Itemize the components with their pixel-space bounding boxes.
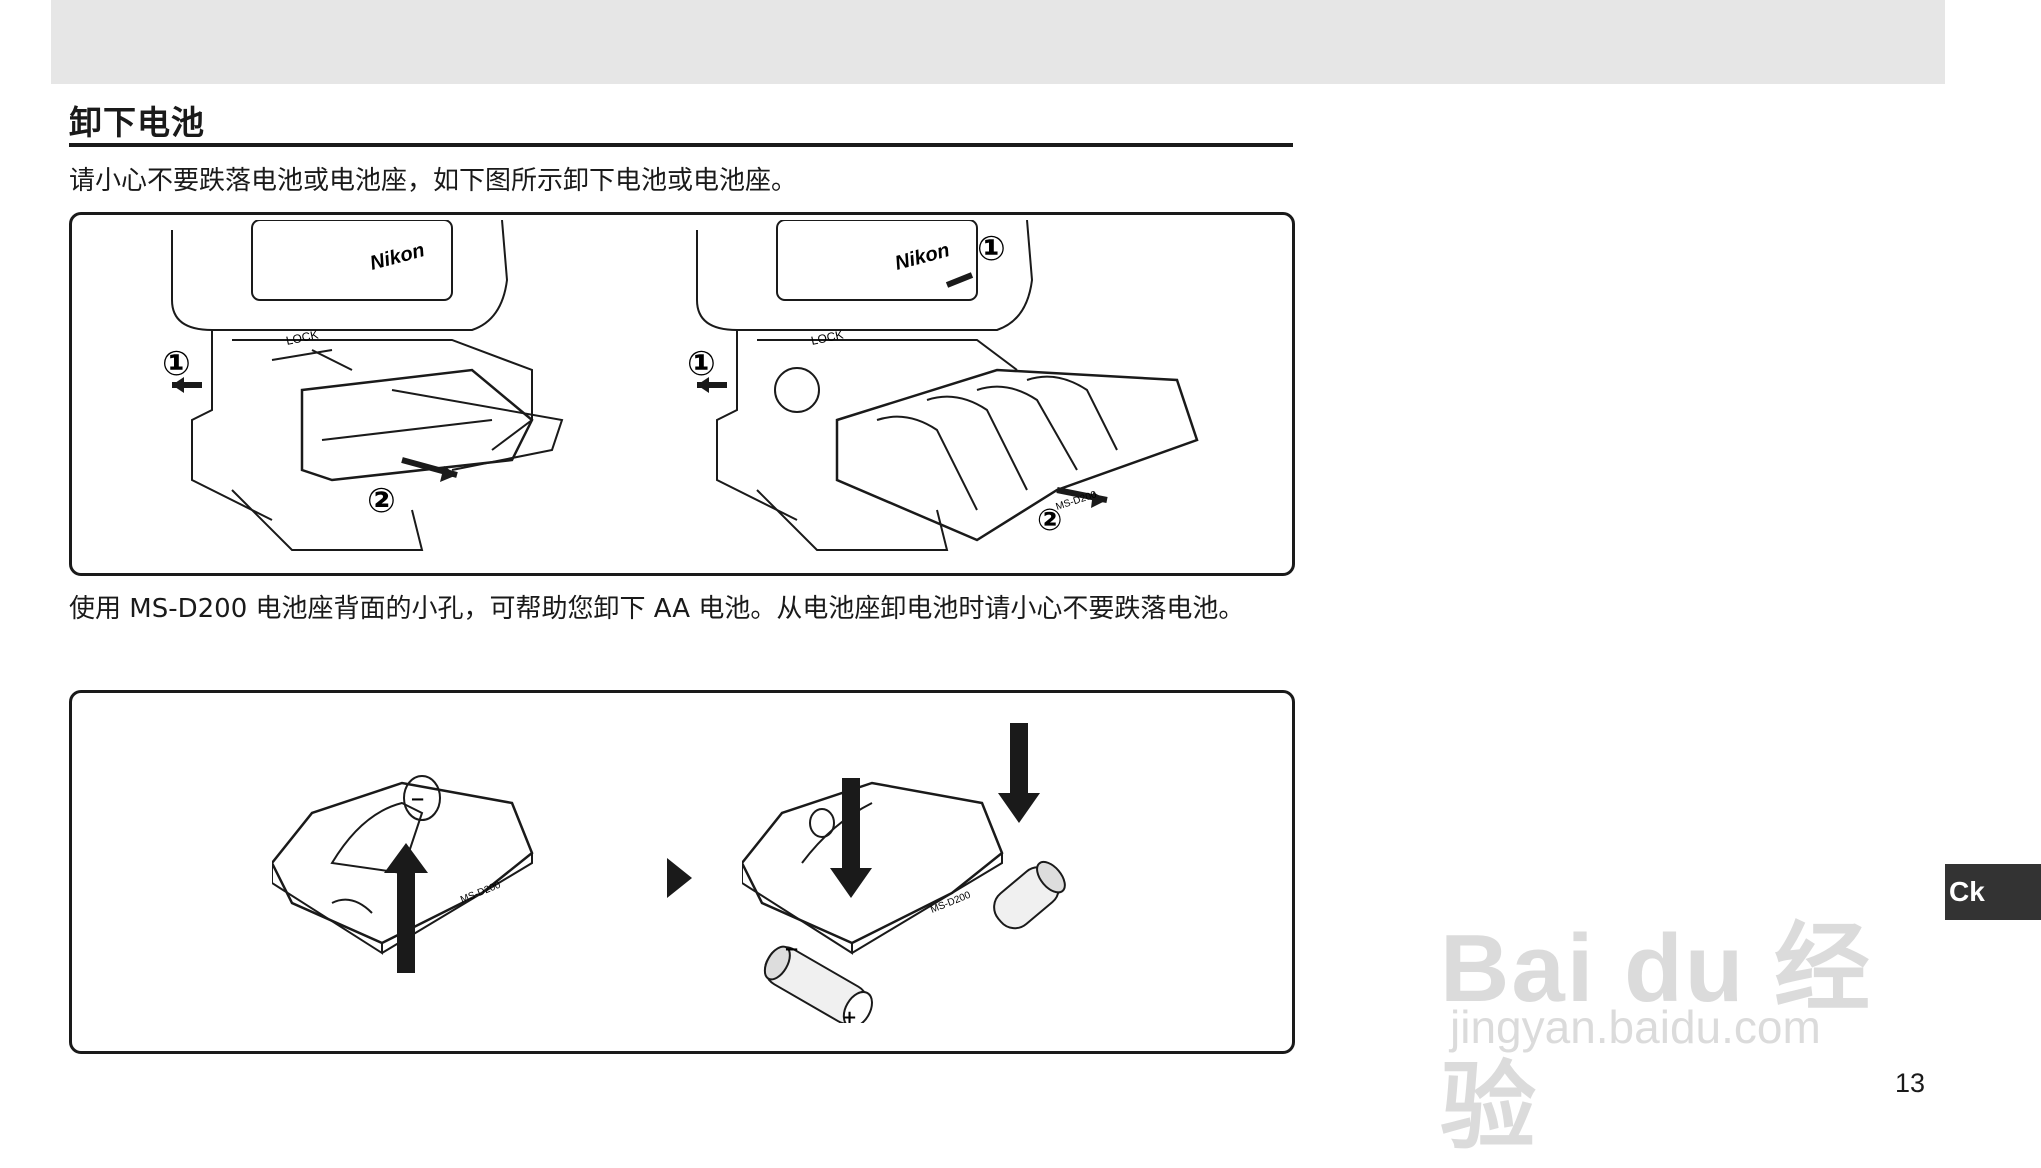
battery-minus-icon: −: [784, 939, 799, 960]
lock-label: LOCK: [810, 327, 845, 347]
holder-label: MS-D200: [459, 880, 503, 906]
battery-minus-icon: −: [410, 789, 425, 810]
page-number: 13: [1895, 1068, 1926, 1098]
next-step-arrow-icon: [667, 858, 692, 898]
watermark-url: jingyan.baidu.com: [1450, 1001, 1821, 1053]
figure-aa-battery-removal: − MS-D200 − + MS-D200: [69, 690, 1295, 1054]
camera-grip-aa-holder-illustration: Nikon LOCK ① ① ② MS-D200: [687, 220, 1199, 551]
language-tab-ck[interactable]: Ck: [1945, 864, 2041, 920]
step-2-marker: ②: [1037, 503, 1062, 538]
baidu-watermark: Bai du 经验 jingyan.baidu.com: [1440, 820, 1920, 1161]
aa-battery-left: [763, 945, 873, 1023]
top-header-bar: [51, 0, 1945, 84]
arrow-down-icon: [830, 868, 872, 898]
battery-plus-icon: +: [842, 1007, 857, 1023]
aa-holder-push-illustration: − MS-D200: [272, 775, 534, 973]
step-1-marker-right: ①: [977, 229, 1006, 269]
camera-grip-battery-illustration: Nikon LOCK ① ②: [162, 220, 564, 551]
figure-battery-removal: Nikon LOCK ① ② Nikon LOCK ① ①: [69, 212, 1295, 576]
aa-holder-insert-illustration: − + MS-D200: [742, 723, 1066, 1023]
nikon-logo-text: Nikon: [893, 239, 952, 275]
step-2-marker: ②: [367, 481, 396, 521]
step-1-marker: ①: [162, 344, 191, 384]
title-underline: [69, 143, 1293, 147]
step-1-marker-left: ①: [687, 344, 716, 384]
intro-text: 请小心不要跌落电池或电池座，如下图所示卸下电池或电池座。: [69, 166, 798, 196]
nikon-logo-text: Nikon: [368, 239, 427, 275]
section-title: 卸下电池: [69, 103, 205, 142]
aa-battery-right: [993, 860, 1066, 930]
body-paragraph: 使用 MS-D200 电池座背面的小孔，可帮助您卸下 AA 电池。从电池座卸电池…: [69, 594, 1245, 624]
arrow-down-icon: [998, 793, 1040, 823]
arrow-up-icon: [945, 272, 974, 288]
lock-label: LOCK: [285, 327, 320, 347]
arrow-up-icon: [384, 843, 428, 873]
push-up-arrow-shaft: [397, 873, 415, 973]
